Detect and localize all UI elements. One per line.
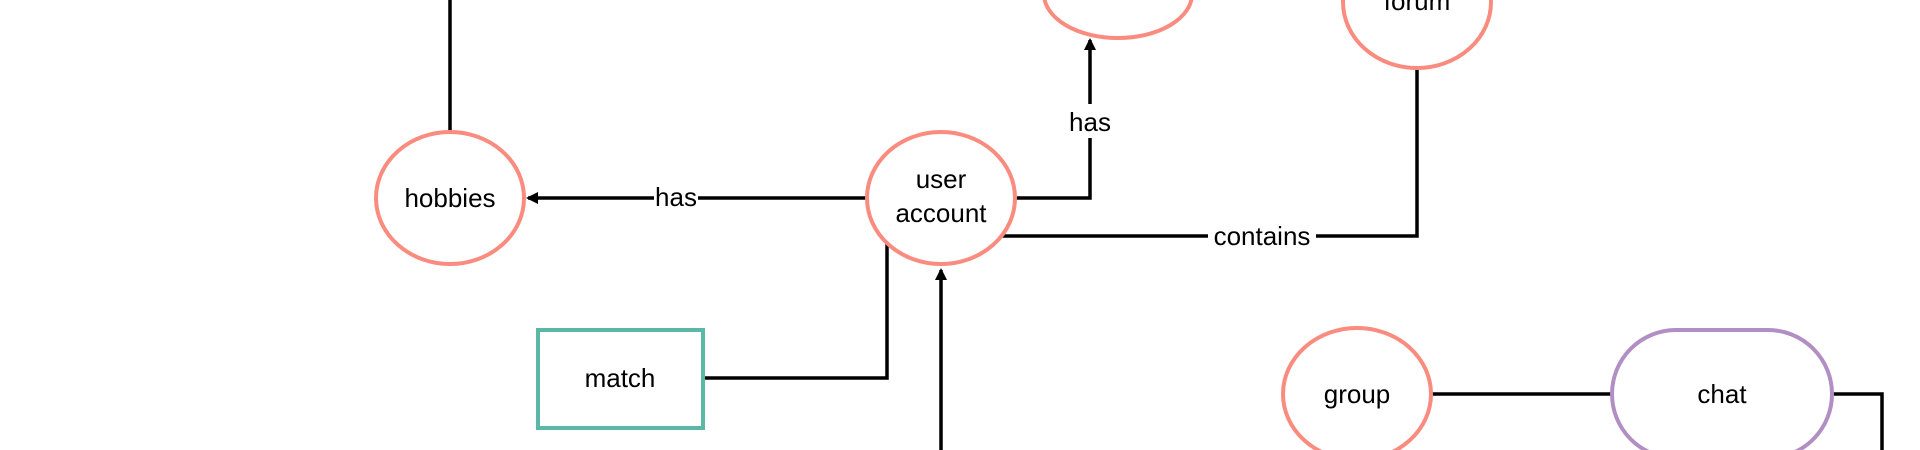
edge-label-has-hobbies: has <box>654 180 698 214</box>
edge-label-contains: contains <box>1208 218 1316 252</box>
edge-label-has-top: has <box>1066 104 1114 138</box>
node-label: forum <box>1384 0 1450 16</box>
edge-match-to-user <box>703 242 889 380</box>
edge-label-text: has <box>1069 107 1111 137</box>
node-label: match <box>585 363 656 393</box>
node-label-line1: user <box>916 164 967 194</box>
node-label-line2: account <box>895 198 987 228</box>
node-label: group <box>1324 379 1391 409</box>
node-user-account[interactable]: user account <box>865 130 1017 266</box>
edge-chat-to-offscreen <box>1832 392 1884 450</box>
node-label: chat <box>1697 379 1747 409</box>
node-hobbies[interactable]: hobbies <box>374 130 526 266</box>
edge-label-text: contains <box>1214 221 1311 251</box>
edge-user-to-forum <box>1000 68 1419 238</box>
node-label: hobbies <box>404 183 495 213</box>
node-chat[interactable]: chat <box>1610 328 1834 450</box>
edge-user-to-top-node <box>1014 38 1096 200</box>
node-forum[interactable]: forum <box>1341 0 1493 70</box>
node-group[interactable]: group <box>1281 326 1433 450</box>
node-top-middle[interactable] <box>1042 0 1194 40</box>
node-match[interactable]: match <box>536 328 705 430</box>
edge-label-text: has <box>655 182 697 212</box>
